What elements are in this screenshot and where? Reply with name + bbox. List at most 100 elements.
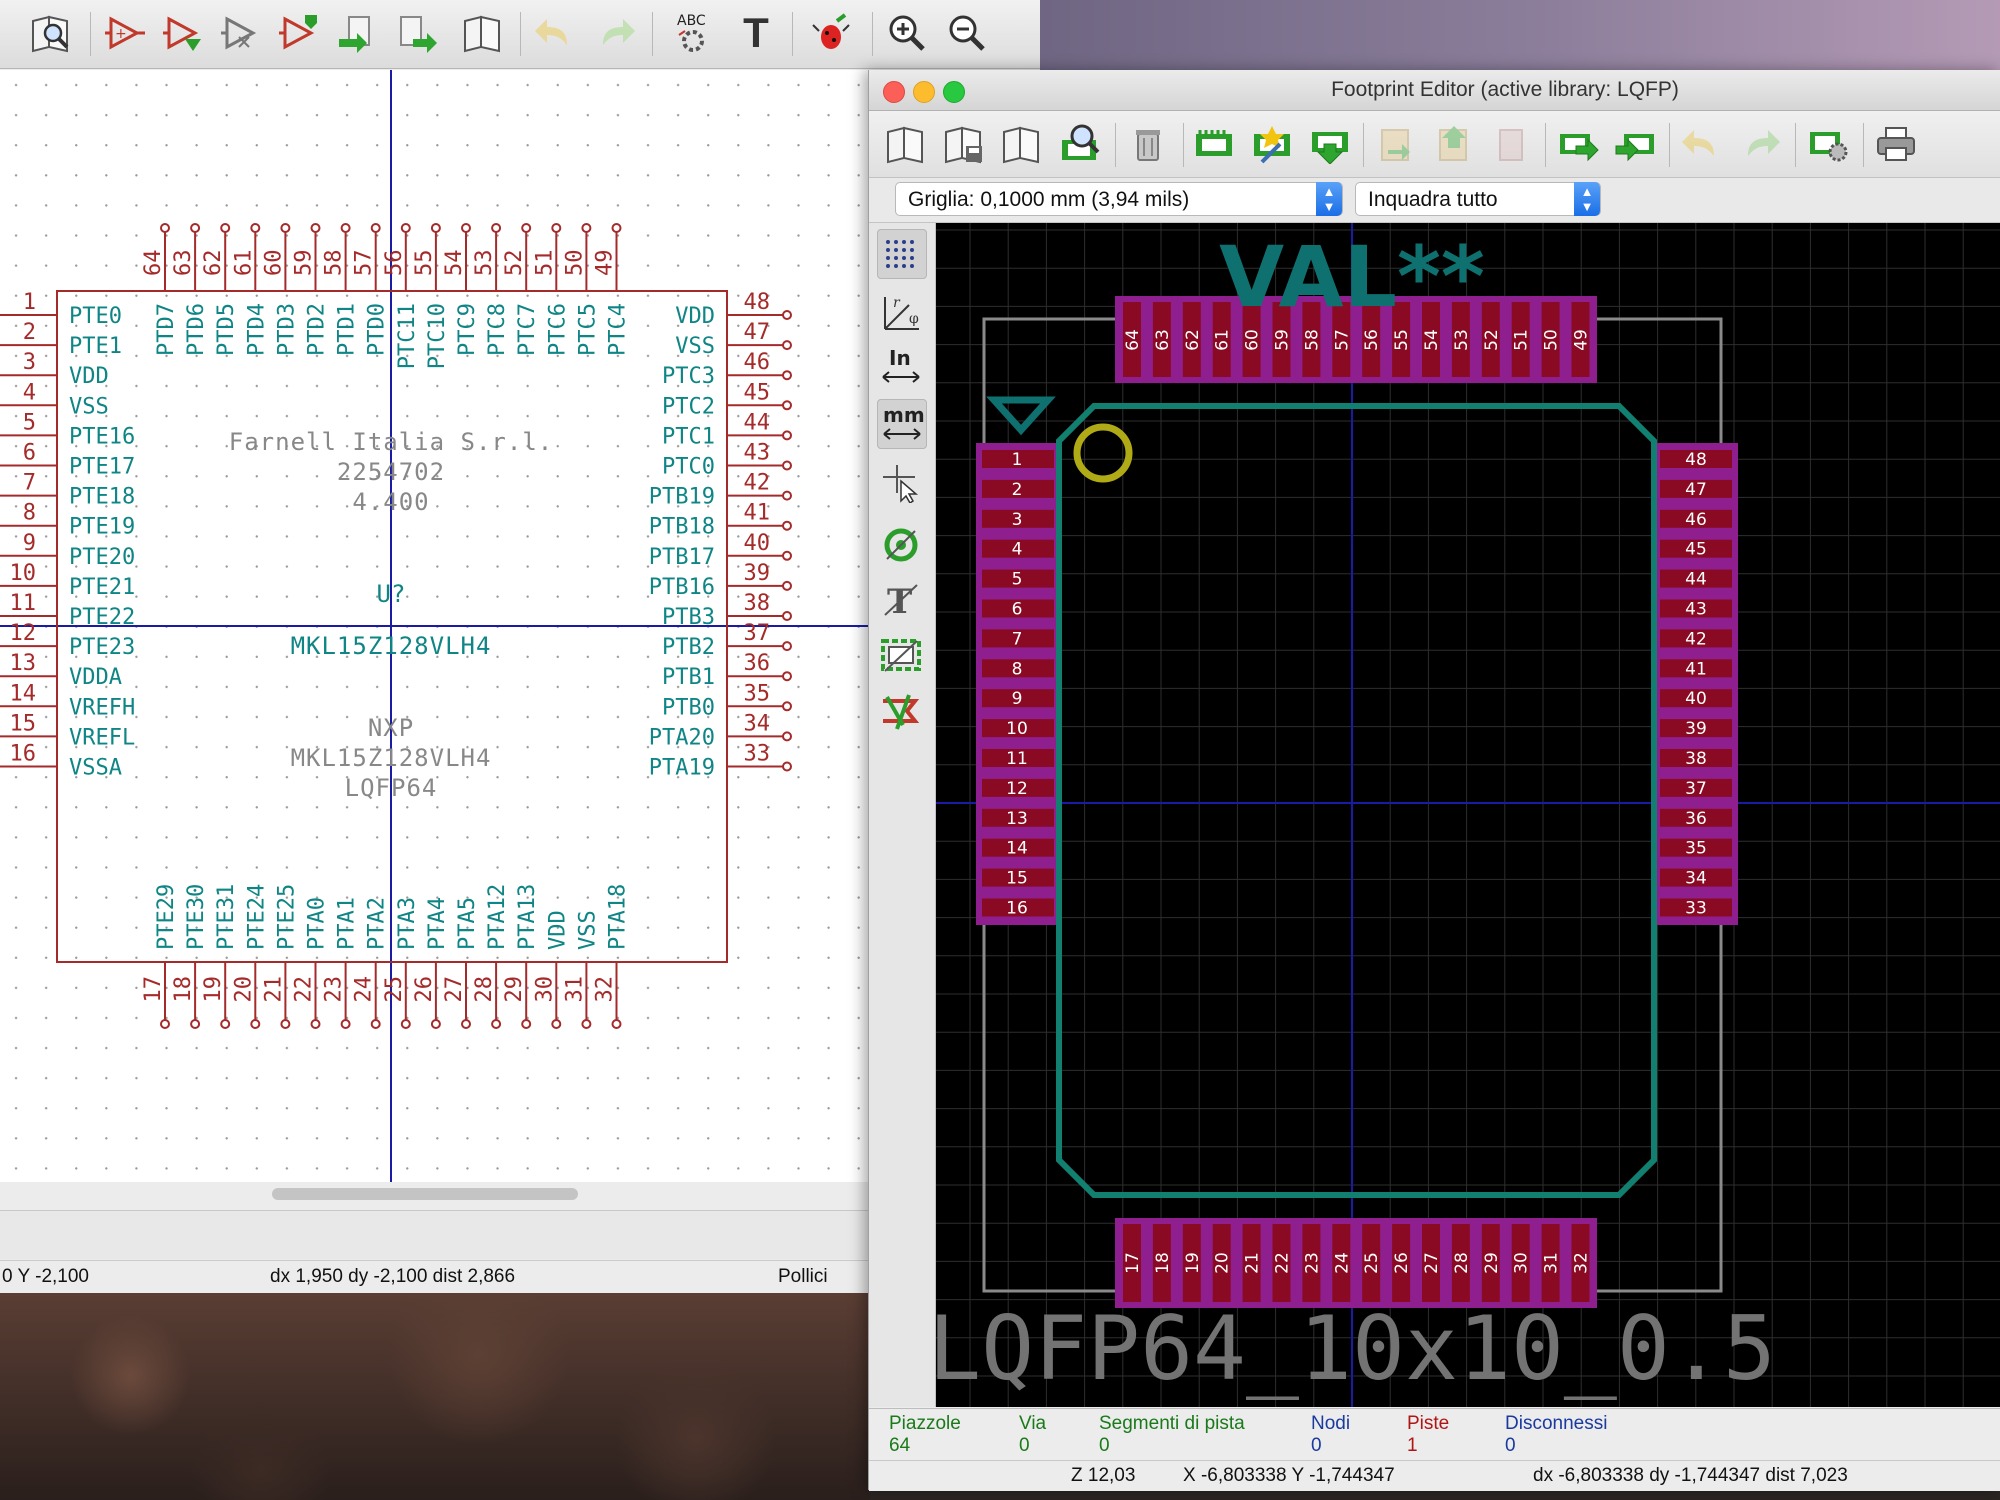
footprint-properties-icon[interactable] xyxy=(1805,121,1851,167)
pad[interactable] xyxy=(1660,808,1732,827)
undo-icon[interactable] xyxy=(532,10,578,56)
ratsnest-icon[interactable] xyxy=(877,687,925,735)
footprint-wizard-icon[interactable] xyxy=(1249,121,1295,167)
pad[interactable] xyxy=(1302,302,1321,377)
pad[interactable] xyxy=(1481,1224,1500,1302)
pad[interactable] xyxy=(1571,302,1590,377)
pad[interactable] xyxy=(982,629,1054,648)
pad[interactable] xyxy=(1422,302,1440,377)
annotate-icon[interactable]: + xyxy=(102,10,148,56)
zoom-select[interactable]: Inquadra tutto ▲▼ xyxy=(1355,182,1601,216)
pad[interactable] xyxy=(1660,569,1732,588)
close-button[interactable] xyxy=(883,81,905,103)
pad[interactable] xyxy=(1123,1224,1141,1302)
pad[interactable] xyxy=(1362,1224,1381,1302)
pad[interactable] xyxy=(1212,302,1231,377)
pad[interactable] xyxy=(982,749,1054,767)
update-board-icon[interactable] xyxy=(1489,121,1535,167)
new-footprint-icon[interactable] xyxy=(1191,121,1237,167)
redo-icon[interactable] xyxy=(592,10,638,56)
export-footprint-icon[interactable] xyxy=(1555,121,1601,167)
pad[interactable] xyxy=(1541,302,1560,377)
pad[interactable] xyxy=(982,808,1054,827)
pad[interactable] xyxy=(1392,302,1411,377)
pad[interactable] xyxy=(1332,1224,1351,1302)
delete-footprint-icon[interactable] xyxy=(1125,121,1171,167)
pad[interactable] xyxy=(1511,302,1530,377)
text-tool-icon[interactable]: T xyxy=(743,9,769,56)
pad[interactable] xyxy=(1660,689,1732,708)
pad[interactable] xyxy=(1660,539,1732,558)
import-footprint-icon[interactable] xyxy=(1613,121,1659,167)
pad[interactable] xyxy=(1660,450,1732,468)
library-browser-icon[interactable] xyxy=(28,10,74,56)
pad[interactable] xyxy=(1422,1224,1440,1302)
pad[interactable] xyxy=(1451,302,1470,377)
select-library-icon[interactable] xyxy=(883,121,929,167)
value-text[interactable]: VAL** xyxy=(1219,228,1485,326)
pad[interactable] xyxy=(982,539,1054,558)
grid-size-select[interactable]: Griglia: 0,1000 mm (3,94 mils) ▲▼ xyxy=(895,182,1343,216)
pad-display-icon[interactable] xyxy=(877,519,925,567)
grid-toggle-icon[interactable] xyxy=(877,229,927,279)
load-footprint-icon[interactable] xyxy=(1307,121,1353,167)
pad[interactable] xyxy=(1332,302,1351,377)
undo-icon[interactable] xyxy=(1679,121,1725,167)
horizontal-scrollbar[interactable] xyxy=(272,1188,578,1200)
pad[interactable] xyxy=(982,689,1054,708)
pad[interactable] xyxy=(1571,1224,1590,1302)
export-footprint-icon[interactable] xyxy=(394,10,440,56)
pad[interactable] xyxy=(982,599,1054,618)
component-reference[interactable]: U? xyxy=(377,580,406,608)
pad[interactable] xyxy=(1660,719,1732,738)
pad[interactable] xyxy=(982,778,1054,797)
pad[interactable] xyxy=(1541,1224,1560,1302)
save-library-icon[interactable] xyxy=(941,121,987,167)
pad[interactable] xyxy=(1660,838,1732,857)
pad[interactable] xyxy=(1511,1224,1530,1302)
zoom-out-icon[interactable] xyxy=(944,10,990,56)
pad[interactable] xyxy=(1481,302,1500,377)
pad[interactable] xyxy=(1660,868,1732,887)
pad[interactable] xyxy=(1362,302,1381,377)
cursor-shape-icon[interactable] xyxy=(877,459,925,507)
pad[interactable] xyxy=(1182,1224,1201,1302)
minimize-button[interactable] xyxy=(913,81,935,103)
simulator-bug-icon[interactable] xyxy=(808,10,854,56)
pad[interactable] xyxy=(1302,1224,1321,1302)
pad[interactable] xyxy=(1242,302,1261,377)
pad[interactable] xyxy=(982,509,1054,528)
netlist-icon[interactable] xyxy=(218,10,264,56)
library-manager-icon[interactable] xyxy=(460,10,506,56)
browse-footprints-icon[interactable] xyxy=(1057,121,1103,167)
pad[interactable] xyxy=(1242,1224,1261,1302)
print-icon[interactable] xyxy=(1873,121,1919,167)
pad[interactable] xyxy=(1660,629,1732,648)
pad[interactable] xyxy=(982,838,1054,857)
zoom-in-icon[interactable] xyxy=(884,10,930,56)
load-from-board-icon[interactable] xyxy=(1373,121,1419,167)
pad[interactable] xyxy=(982,569,1054,588)
pad[interactable] xyxy=(982,898,1054,917)
pad[interactable] xyxy=(982,868,1054,887)
pad[interactable] xyxy=(982,450,1054,468)
erc-icon[interactable] xyxy=(160,10,206,56)
pad[interactable] xyxy=(982,719,1054,738)
pad[interactable] xyxy=(1451,1224,1470,1302)
new-library-icon[interactable] xyxy=(999,121,1045,167)
pad[interactable] xyxy=(982,479,1054,498)
pad[interactable] xyxy=(1212,1224,1231,1302)
zoom-button[interactable] xyxy=(943,81,965,103)
pad[interactable] xyxy=(1272,302,1291,377)
insert-into-board-icon[interactable] xyxy=(1431,121,1477,167)
import-footprint-icon[interactable] xyxy=(334,10,380,56)
pad[interactable] xyxy=(1392,1224,1411,1302)
pad[interactable] xyxy=(1660,659,1732,678)
pad[interactable] xyxy=(1660,898,1732,917)
pad[interactable] xyxy=(1182,302,1201,377)
redo-icon[interactable] xyxy=(1737,121,1783,167)
pad[interactable] xyxy=(1660,778,1732,797)
bom-icon[interactable] xyxy=(276,10,322,56)
